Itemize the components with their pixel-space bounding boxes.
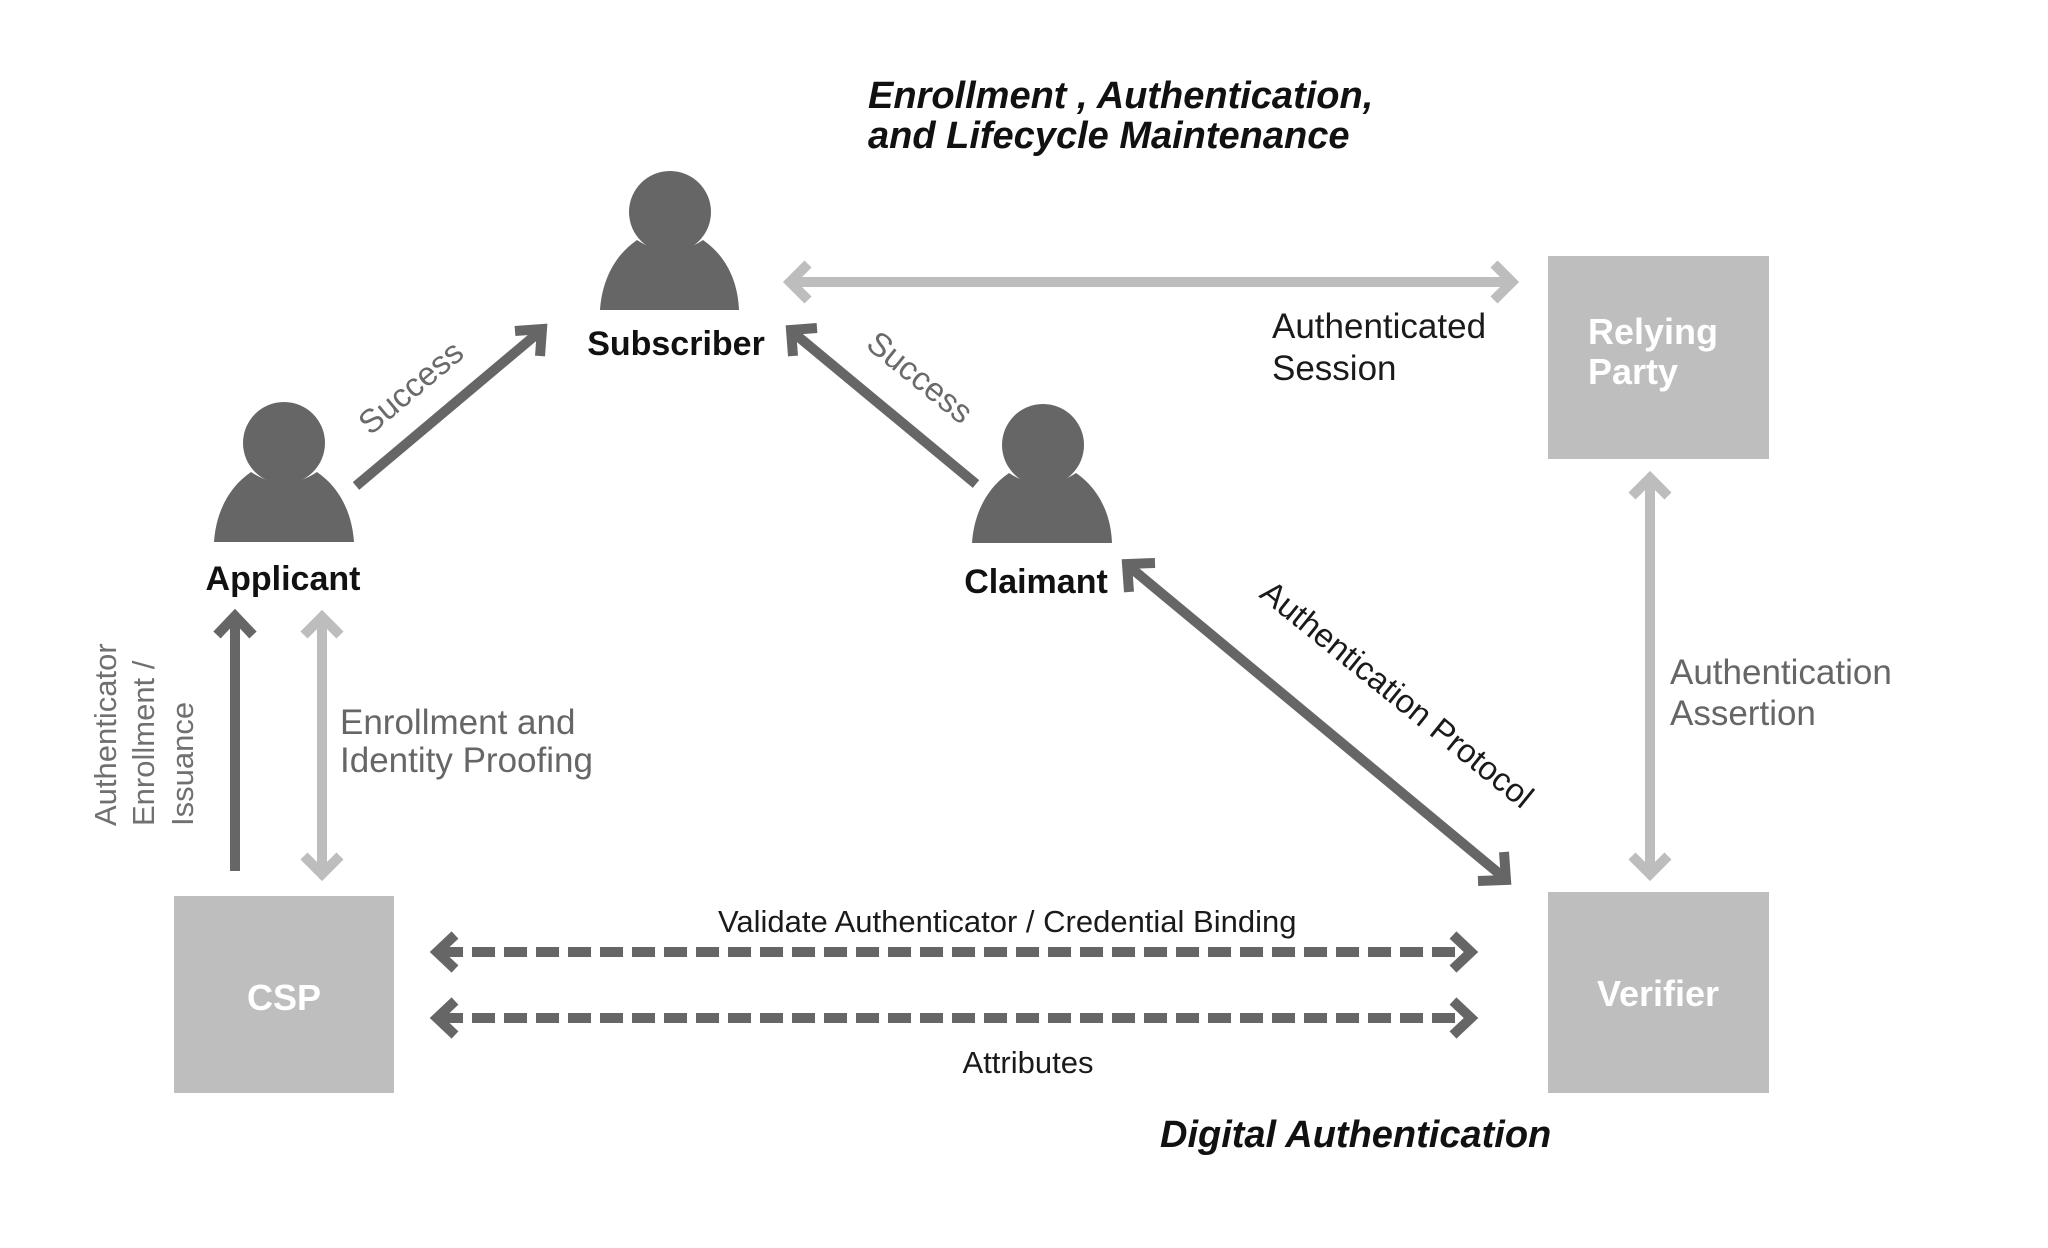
enrollment-proofing-label-line2: Identity Proofing bbox=[340, 741, 593, 780]
applicant-label: Applicant bbox=[206, 560, 361, 598]
subscriber-label: Subscriber bbox=[587, 325, 765, 363]
csp-box: CSP bbox=[174, 896, 394, 1093]
enrollment-proofing-label-line1: Enrollment and bbox=[340, 703, 575, 742]
applicant-success-label: Success bbox=[351, 333, 470, 442]
attributes-arrow bbox=[429, 997, 1479, 1039]
relying-party-label-line1: Relying bbox=[1588, 311, 1718, 352]
verifier-label: Verifier bbox=[1597, 973, 1719, 1014]
validate-binding-arrow bbox=[429, 931, 1479, 973]
csp-label: CSP bbox=[247, 977, 321, 1018]
authentication-protocol-label: Authentication Protocol bbox=[1254, 573, 1541, 815]
heading-enrollment-line2: and Lifecycle Maintenance bbox=[868, 115, 1350, 157]
authenticated-session-label-line1: Authenticated bbox=[1272, 307, 1486, 346]
subscriber-person-icon bbox=[600, 171, 739, 310]
heading-enrollment-line1: Enrollment , Authentication, bbox=[868, 75, 1373, 117]
claimant-person-icon bbox=[972, 404, 1112, 543]
authenticated-session-arrow bbox=[782, 260, 1520, 304]
verifier-box: Verifier bbox=[1548, 892, 1769, 1093]
authenticator-issuance-label: Authenticator Enrollment / Issuance bbox=[88, 643, 200, 826]
authentication-assertion-label-line1: Authentication bbox=[1670, 653, 1892, 692]
authentication-protocol-arrow bbox=[1121, 558, 1512, 886]
claimant-success-arrow bbox=[785, 323, 980, 488]
applicant-success-arrow bbox=[352, 323, 548, 490]
relying-party-label-line2: Party bbox=[1588, 351, 1678, 392]
validate-binding-label: Validate Authenticator / Credential Bind… bbox=[718, 904, 1296, 939]
heading-digital-authentication: Digital Authentication bbox=[1160, 1114, 1551, 1156]
authenticator-issuance-label-line2: Enrollment / bbox=[126, 660, 161, 826]
authentication-assertion-label-line2: Assertion bbox=[1670, 694, 1816, 733]
authenticated-session-label-line2: Session bbox=[1272, 349, 1397, 388]
relying-party-box: Relying Party bbox=[1548, 256, 1769, 459]
enrollment-proofing-arrow bbox=[300, 609, 344, 882]
attributes-label: Attributes bbox=[963, 1045, 1094, 1080]
claimant-label: Claimant bbox=[964, 563, 1108, 601]
authenticator-issuance-arrow bbox=[213, 608, 257, 871]
authentication-assertion-arrow bbox=[1628, 470, 1672, 882]
claimant-success-label: Success bbox=[860, 323, 980, 430]
authenticator-issuance-label-line1: Authenticator bbox=[88, 643, 123, 826]
authenticator-issuance-label-line3: Issuance bbox=[165, 702, 200, 826]
applicant-person-icon bbox=[214, 402, 354, 542]
